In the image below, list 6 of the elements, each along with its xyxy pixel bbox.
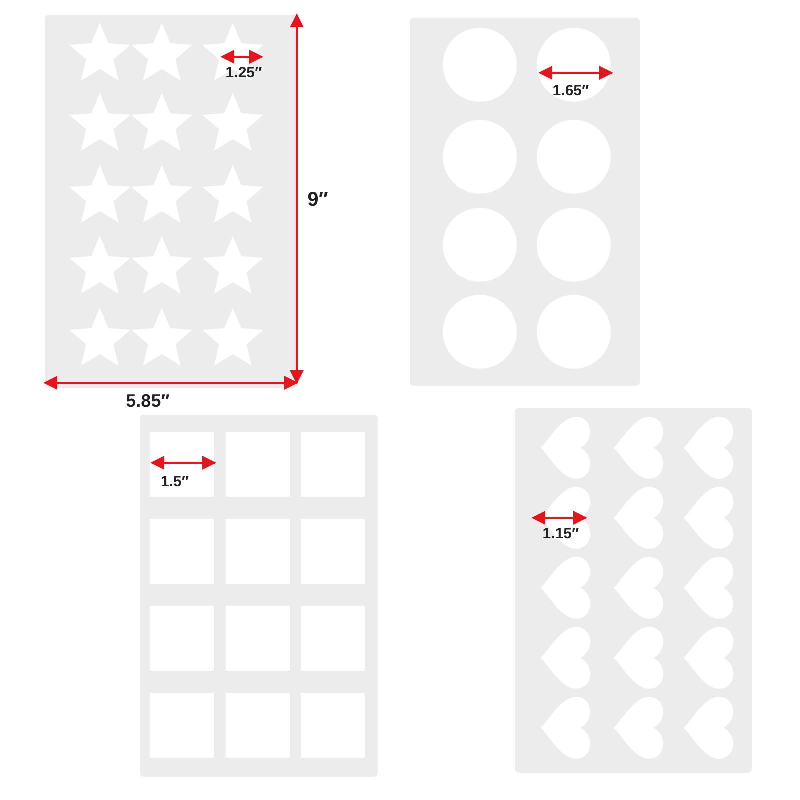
dimension-label: 5.85″ <box>126 392 170 410</box>
dimension-label: 9″ <box>308 190 328 210</box>
dimension-label: 1.25″ <box>226 66 262 80</box>
dimension-label: 1.65″ <box>552 84 590 98</box>
dimension-label: 1.5″ <box>160 474 190 490</box>
dimension-label: 1.15″ <box>542 526 580 542</box>
